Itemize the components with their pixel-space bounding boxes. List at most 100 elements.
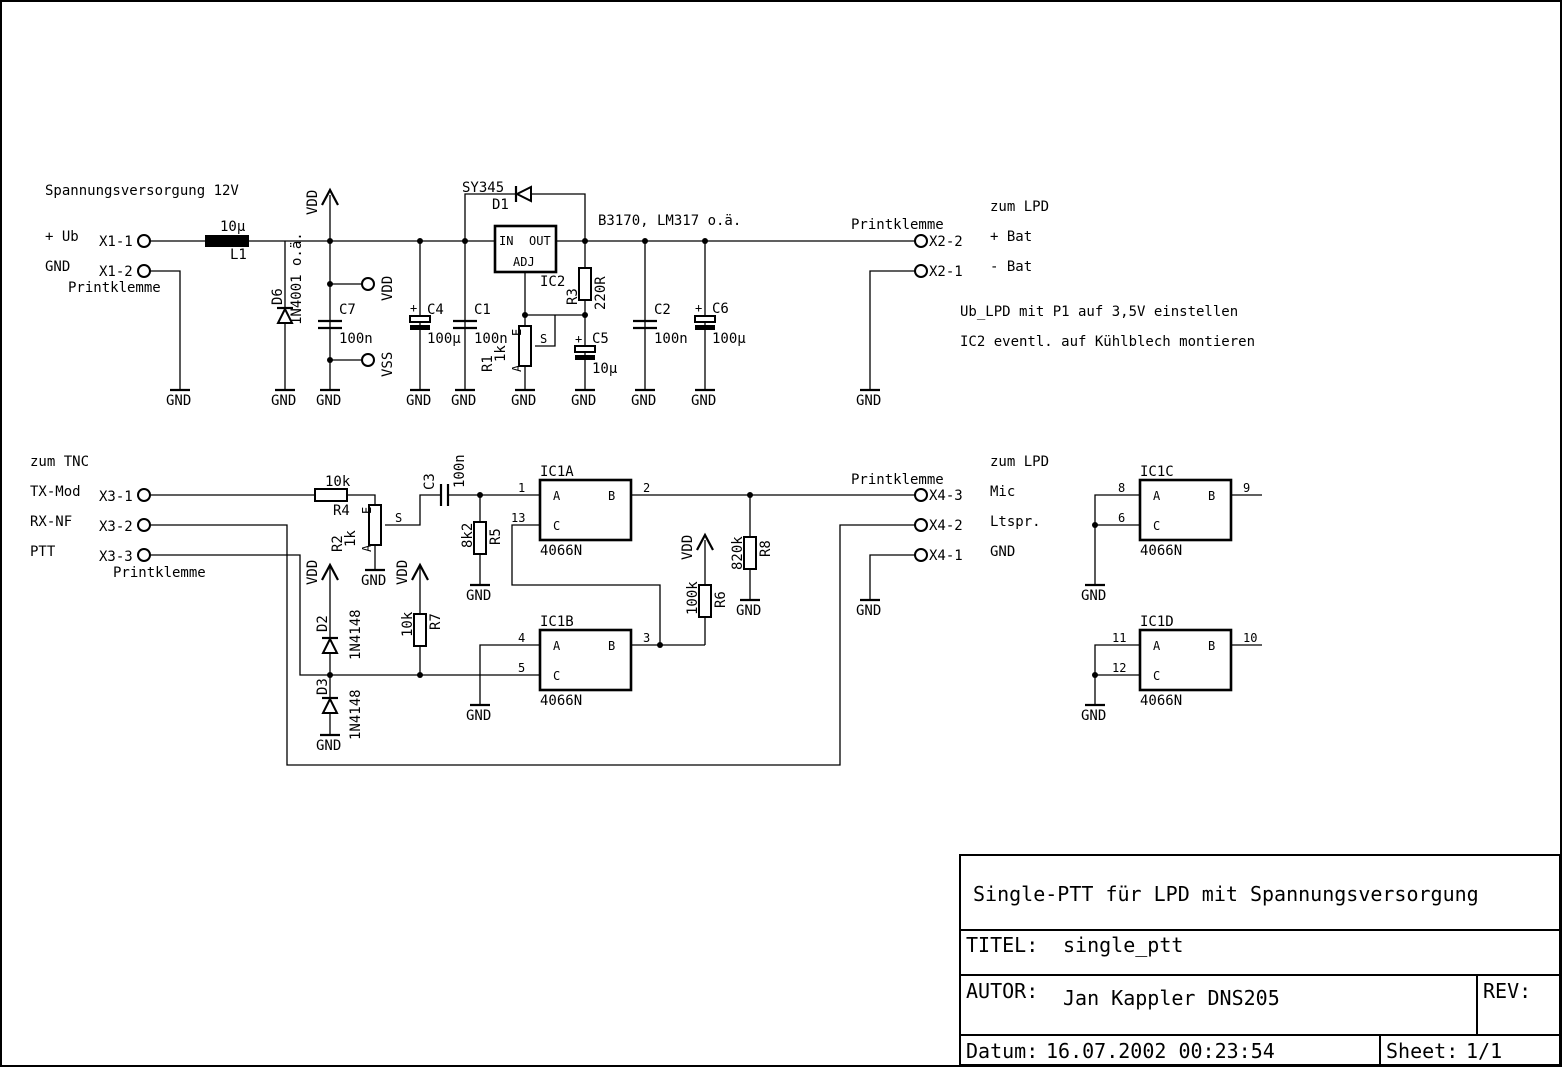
d6-name: D6: [270, 288, 286, 305]
cap-c5-neg: [575, 355, 595, 360]
vdd-port[interactable]: [361, 277, 375, 291]
pot-r1-wiper: [535, 315, 556, 347]
diode-d1: [514, 185, 532, 203]
d6-value: 1N4001 o.ä.: [289, 232, 305, 325]
wire: [150, 270, 181, 390]
vss-port[interactable]: [361, 353, 375, 367]
c3-value: 100n: [452, 454, 468, 488]
c4-plus: +: [410, 301, 417, 315]
reg-type: B3170, LM317 o.ä.: [598, 213, 741, 229]
wire: [150, 554, 540, 676]
gnd-x4-label: GND: [990, 544, 1015, 560]
ic1a-pin-b: B: [608, 489, 615, 503]
resistor-r5: [473, 521, 487, 555]
junction: [522, 312, 528, 318]
pot-r1-s: S: [540, 332, 547, 346]
r2-name: R2: [330, 535, 346, 552]
c5-plus: +: [575, 332, 582, 346]
x3-2-label: X3-2: [99, 519, 133, 535]
gnd-text: GND: [736, 603, 761, 619]
cap-c4-neg: [410, 325, 430, 330]
printklemme-x2-label: Printklemme: [851, 217, 944, 233]
sheet-label: Sheet:: [1386, 1039, 1458, 1063]
ic1c-type: 4066N: [1140, 543, 1182, 559]
junction: [642, 238, 648, 244]
junction: [327, 281, 333, 287]
l1-value: 10µ: [220, 219, 246, 235]
c3-name: C3: [422, 473, 438, 490]
pot-r2-s: S: [395, 511, 402, 525]
wire: [511, 524, 661, 645]
plus-bat-label: + Bat: [990, 229, 1032, 245]
wire: [479, 644, 540, 705]
x4-3-label: X4-3: [929, 488, 963, 504]
cap-c5: [574, 345, 596, 353]
r4-name: R4: [333, 503, 350, 519]
ic1b-p3: 3: [643, 631, 650, 645]
resistor-r6: [698, 584, 712, 618]
tx-mod-label: TX-Mod: [30, 484, 81, 500]
gnd-text: GND: [466, 588, 491, 604]
ic1c-p8: 8: [1118, 481, 1125, 495]
gnd-label: GND: [45, 259, 70, 275]
r8-name: R8: [758, 540, 774, 557]
note-1: Ub_LPD mit P1 auf 3,5V einstellen: [960, 304, 1238, 320]
ic1c-pin-b: B: [1208, 489, 1215, 503]
ic1b-pin-a: A: [553, 639, 561, 653]
gnd-text: GND: [316, 393, 341, 409]
ic1a-name: IC1A: [540, 464, 574, 480]
datum-value: 16.07.2002 00:23:54: [1046, 1039, 1275, 1063]
mic-label: Mic: [990, 484, 1015, 500]
inductor-l1: [205, 235, 249, 247]
gnd-text: GND: [691, 393, 716, 409]
r7-name: R7: [428, 613, 444, 630]
gnd-text: GND: [451, 393, 476, 409]
ic1b-name: IC1B: [540, 614, 574, 630]
r6-value: 100k: [685, 581, 701, 615]
terminal-x4-2[interactable]: [914, 518, 928, 532]
d1-name: D1: [492, 197, 509, 213]
vdd-label: VDD: [305, 560, 321, 585]
terminal-x4-3[interactable]: [914, 488, 928, 502]
supply-section-title: Spannungsversorgung 12V: [45, 183, 239, 199]
to-tnc-label: zum TNC: [30, 454, 89, 470]
terminal-x1-1[interactable]: [137, 234, 151, 248]
resistor-r3: [578, 267, 592, 301]
gnd-text: GND: [571, 393, 596, 409]
printklemme-x4-label: Printklemme: [851, 472, 944, 488]
ic1b-pin-c: C: [553, 669, 560, 683]
title-text: Single-PTT für LPD mit Spannungsversorgu…: [973, 882, 1479, 906]
c4-value: 100µ: [427, 331, 461, 347]
wire: [464, 193, 515, 241]
d1-value: SY345: [462, 180, 504, 196]
r2-value: 1k: [343, 530, 359, 547]
cap-c6-neg: [695, 325, 715, 330]
sheet-value: 1/1: [1466, 1039, 1502, 1063]
cap-c6: [694, 315, 716, 323]
note-2: IC2 eventl. auf Kühlblech montieren: [960, 334, 1255, 350]
switch-ic1d: [1138, 628, 1233, 692]
vdd-port-label: VDD: [380, 276, 396, 301]
terminal-x2-1[interactable]: [914, 264, 928, 278]
gnd-text: GND: [316, 738, 341, 754]
terminal-x3-1[interactable]: [137, 488, 151, 502]
resistor-r8: [743, 536, 757, 570]
terminal-x4-1[interactable]: [914, 548, 928, 562]
ic1b-p5: 5: [518, 661, 525, 675]
printklemme-x1-label: Printklemme: [68, 280, 161, 296]
plus-ub-label: + Ub: [45, 229, 79, 245]
ic1d-pin-c: C: [1153, 669, 1160, 683]
wire: [869, 270, 915, 390]
terminal-x3-2[interactable]: [137, 518, 151, 532]
r6-name: R6: [713, 591, 729, 608]
r1-name: R1: [480, 355, 496, 372]
gnd-text: GND: [511, 393, 536, 409]
terminal-x1-2[interactable]: [137, 264, 151, 278]
ic1d-type: 4066N: [1140, 693, 1182, 709]
x1-2-label: X1-2: [99, 264, 133, 280]
terminal-x3-3[interactable]: [137, 548, 151, 562]
x3-1-label: X3-1: [99, 489, 133, 505]
c5-name: C5: [592, 331, 609, 347]
ic1d-p11: 11: [1112, 631, 1126, 645]
terminal-x2-2[interactable]: [914, 234, 928, 248]
